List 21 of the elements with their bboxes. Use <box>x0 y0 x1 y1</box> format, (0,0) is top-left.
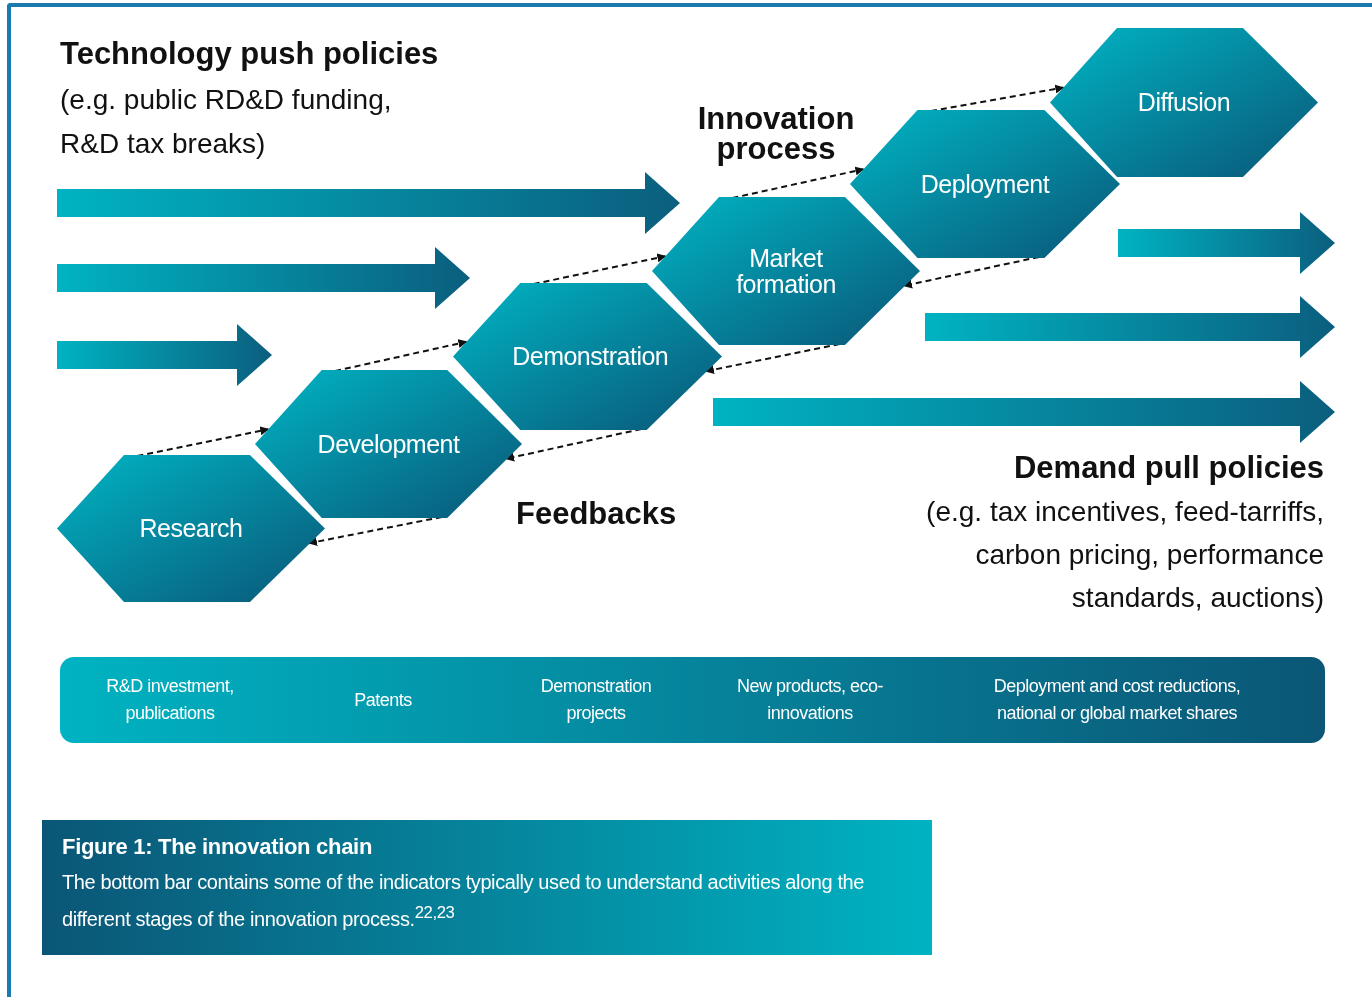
caption-heading: Figure 1: The innovation chain <box>62 834 374 860</box>
policy-examples: (e.g. tax incentives, feed-tarriffs, carbon pricing, performance standards, auctions) <box>925 495 1324 615</box>
caption-text: The bottom bar contains some of the indicators typically used to understand activities along the different stages of the innovation process.$^{22,23}$ <box>62 870 866 932</box>
indicator-label: R&D investment, publications <box>105 675 235 725</box>
heading: Feedbacks <box>516 496 677 532</box>
indicator-label: Deployment and cost reductions, national or global market shares <box>992 675 1242 725</box>
heading: Technology push policies <box>60 36 439 72</box>
policy-examples: (e.g. public RD&D funding, R&D tax breaks) <box>60 83 393 161</box>
indicator-label: New products, eco-innovations <box>735 675 885 725</box>
stage-label: Deployment <box>919 170 1051 198</box>
caption-panel <box>42 820 932 955</box>
indicator-label: Demonstration projects <box>539 675 653 725</box>
indicator-label: Patents <box>353 688 413 712</box>
indicator-bar <box>60 657 1325 743</box>
stage-label: Diffusion <box>1136 89 1232 116</box>
feedback-arrow <box>334 339 468 372</box>
heading: Innovation process <box>696 104 856 164</box>
stage-label: Market formation <box>735 244 837 298</box>
stage-label: Research <box>138 515 244 542</box>
stage-label: Development <box>316 430 461 458</box>
heading: Demand pull policies <box>1013 450 1324 486</box>
